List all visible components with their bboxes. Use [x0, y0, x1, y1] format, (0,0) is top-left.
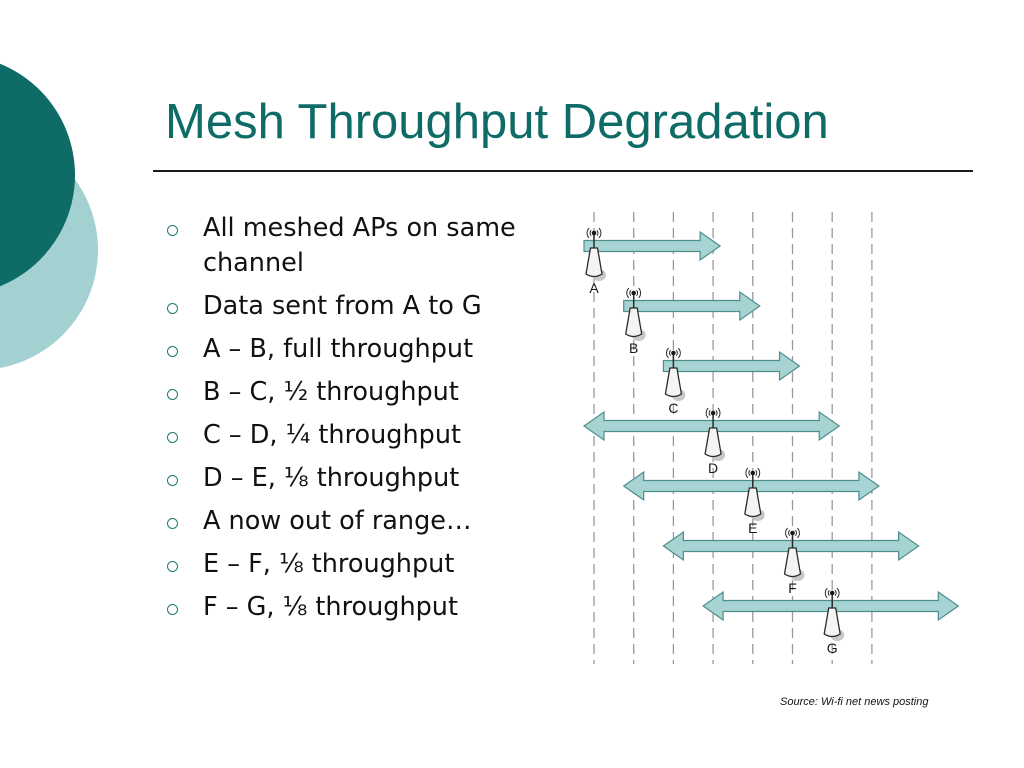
signal-wave-icon: [827, 589, 830, 597]
access-point-icon: [664, 347, 686, 401]
bullet-text: A now out of range…: [203, 506, 472, 536]
signal-wave-icon: [834, 589, 837, 597]
throughput-arrow: [623, 290, 761, 322]
throughput-arrow: [583, 230, 722, 262]
signal-wave-icon: [748, 469, 751, 477]
bullet-circle-icon: [167, 346, 178, 357]
bullet-item: C – D, ¼ throughput: [166, 418, 546, 453]
bullet-circle-icon: [167, 432, 178, 443]
signal-wave-icon: [629, 289, 632, 297]
signal-wave-icon: [675, 349, 678, 357]
ap-antenna-tip: [829, 590, 835, 596]
signal-wave-icon: [586, 227, 590, 239]
signal-wave-icon: [708, 409, 711, 417]
ap-label: F: [788, 580, 797, 596]
signal-wave-icon: [785, 527, 788, 539]
bullet-text: F – G, ⅛ throughput: [203, 592, 458, 622]
signal-wave-icon: [755, 469, 758, 477]
signal-wave-icon: [794, 529, 797, 537]
slide-title: Mesh Throughput Degradation: [165, 95, 829, 149]
bullet-item: D – E, ⅛ throughput: [166, 461, 546, 496]
title-divider: [153, 170, 973, 172]
signal-wave-icon: [677, 347, 681, 359]
signal-wave-icon: [797, 527, 800, 539]
bullet-item: A now out of range…: [166, 504, 546, 539]
decorative-circles: [0, 63, 98, 368]
ap-antenna-tip: [591, 230, 597, 236]
bullet-text: C – D, ¼ throughput: [203, 420, 461, 450]
bullet-circle-icon: [167, 303, 178, 314]
ap-antenna-tip: [631, 290, 636, 296]
signal-wave-icon: [626, 287, 630, 299]
bullet-item: Data sent from A to G: [166, 289, 546, 324]
signal-wave-icon: [589, 229, 592, 237]
ap-body: [704, 427, 722, 458]
bullet-item: B – C, ½ throughput: [166, 375, 546, 410]
bullet-circle-icon: [167, 518, 178, 529]
ap-antenna-tip: [671, 350, 676, 356]
bullet-text: Data sent from A to G: [203, 291, 482, 321]
bullet-circle-icon: [167, 389, 178, 400]
signal-wave-icon: [788, 529, 791, 537]
ap-body: [783, 547, 802, 578]
bullet-circle-icon: [167, 225, 178, 236]
throughput-arrow: [662, 350, 801, 382]
bullet-text: All meshed APs on same channel: [203, 213, 516, 278]
access-point-icon: [704, 407, 726, 461]
ap-label: E: [748, 520, 757, 536]
signal-wave-icon: [717, 407, 721, 419]
ap-body: [744, 487, 762, 518]
ap-body: [624, 307, 643, 338]
throughput-arrow: [662, 530, 920, 562]
throughput-arrow: [582, 410, 841, 442]
signal-wave-icon: [596, 229, 599, 237]
signal-wave-icon: [636, 289, 639, 297]
access-point-icon: [744, 467, 765, 521]
ap-antenna-tip: [750, 470, 756, 476]
dark-teal-circle: [0, 63, 75, 287]
signal-wave-icon: [757, 467, 761, 479]
signal-wave-icon: [745, 467, 749, 479]
access-point-icon: [783, 527, 805, 581]
bullet-text: E – F, ⅛ throughput: [203, 549, 455, 579]
signal-wave-icon: [666, 347, 669, 359]
ap-body: [823, 607, 841, 638]
ap-body: [585, 247, 603, 278]
bullet-circle-icon: [167, 561, 178, 572]
bullet-text: A – B, full throughput: [203, 334, 474, 364]
signal-wave-icon: [668, 349, 672, 357]
signal-wave-icon: [598, 227, 602, 239]
access-point-icon: [823, 587, 845, 641]
bullet-text: B – C, ½ throughput: [203, 377, 459, 407]
signal-wave-icon: [715, 409, 718, 417]
ap-label: G: [827, 640, 838, 656]
signal-wave-icon: [705, 407, 709, 419]
signal-wave-icon: [638, 287, 642, 299]
bullet-text: D – E, ⅛ throughput: [203, 463, 460, 493]
bullet-circle-icon: [167, 475, 178, 486]
bullet-item: E – F, ⅛ throughput: [166, 547, 546, 582]
access-point-icon: [624, 287, 646, 341]
throughput-arrow: [622, 470, 880, 502]
throughput-arrow: [702, 590, 960, 622]
access-point-icon: [585, 227, 606, 281]
bullet-list: All meshed APs on same channel Data sent…: [166, 211, 546, 633]
ap-label: B: [629, 340, 638, 356]
ap-label: D: [708, 460, 718, 476]
bullet-item: All meshed APs on same channel: [166, 211, 546, 281]
ap-body: [664, 367, 683, 398]
ap-antenna-tip: [790, 530, 795, 536]
bullet-item: F – G, ⅛ throughput: [166, 590, 546, 625]
ap-antenna-tip: [710, 410, 716, 416]
source-citation: Source: Wi-fi net news posting: [780, 696, 929, 708]
bullet-circle-icon: [167, 604, 178, 615]
signal-wave-icon: [836, 587, 840, 599]
ap-label: A: [589, 280, 599, 296]
ap-label: C: [668, 400, 678, 416]
signal-wave-icon: [824, 587, 828, 599]
bullet-item: A – B, full throughput: [166, 332, 546, 367]
mesh-diagram: A B C D E F G: [582, 212, 960, 664]
